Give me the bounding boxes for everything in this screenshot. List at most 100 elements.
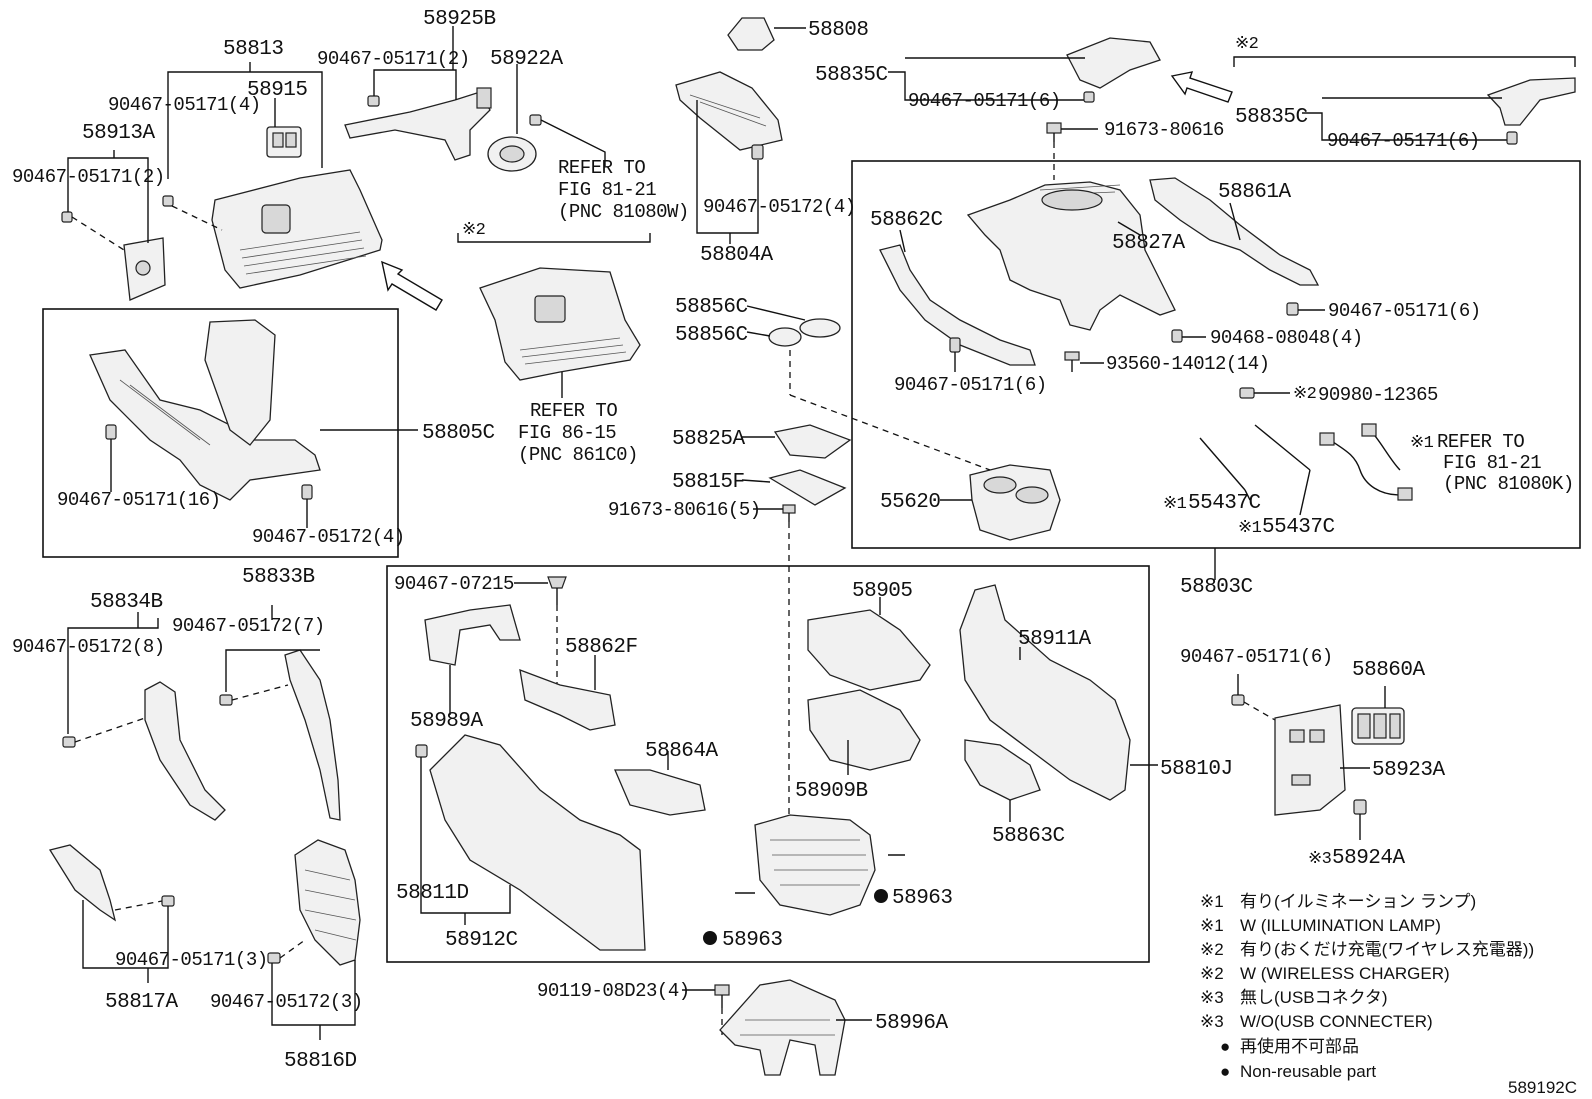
part-number-label[interactable]: 58963 — [722, 929, 783, 952]
part-number-label[interactable]: 58862F — [565, 636, 638, 659]
part-58996A-bracket — [719, 979, 846, 1076]
part-number-label[interactable]: 90467-05171(6) — [894, 374, 1047, 396]
part-number-label[interactable]: 58864A — [645, 740, 719, 763]
clip-icon — [751, 144, 764, 160]
part-wireless-charger-box — [479, 267, 641, 381]
part-number-label[interactable]: 90980-12365 — [1318, 384, 1439, 406]
part-number-label[interactable]: 58912C — [445, 929, 518, 952]
part-number-label[interactable]: 55620 — [880, 491, 941, 514]
ref-text[interactable]: (PNC 81080K) — [1443, 473, 1574, 495]
ref-text[interactable]: (PNC 81080W) — [558, 201, 689, 223]
part-number-label[interactable]: 58905 — [852, 580, 913, 603]
part-number-label[interactable]: 90467-07215 — [394, 573, 515, 595]
part-58912C-side-panel — [429, 734, 646, 951]
part-number-label[interactable]: 90467-05171(3) — [115, 949, 268, 971]
part-number-label[interactable]: 55437C — [1262, 516, 1335, 539]
part-number-label[interactable]: 58924A — [1332, 847, 1406, 870]
part-number-label[interactable]: 90119-08D23(4) — [537, 980, 690, 1002]
part-number-label[interactable]: 91673-80616(5) — [608, 499, 761, 521]
part-number-label[interactable]: 58825A — [672, 428, 746, 451]
part-number-label[interactable]: 90467-05172(8) — [12, 636, 165, 658]
part-number-label[interactable]: 58816D — [284, 1050, 357, 1073]
part-number-label[interactable]: 58922A — [490, 48, 564, 71]
part-number-label[interactable]: 58856C — [675, 324, 748, 347]
part-58835C-trim — [1486, 77, 1576, 126]
clip-icon — [1286, 302, 1299, 316]
part-number-label[interactable]: 55437C — [1188, 492, 1261, 515]
part-number-label[interactable]: 90467-05172(4) — [252, 526, 405, 548]
ref-text[interactable]: FIG 81-21 — [558, 179, 657, 201]
part-number-label[interactable]: 58817A — [105, 991, 179, 1014]
part-number-label[interactable]: 58805C — [422, 422, 495, 445]
part-number-label[interactable]: 58863C — [992, 825, 1065, 848]
part-number-label[interactable]: 90467-05171(4) — [108, 94, 261, 116]
legend-text: Non-reusable part — [1240, 1062, 1376, 1081]
part-58825A-mat — [773, 424, 852, 459]
part-number-label[interactable]: 58827A — [1112, 232, 1186, 255]
part-number-label[interactable]: 58811D — [396, 882, 469, 905]
part-number-label[interactable]: 90467-05171(6) — [1180, 646, 1333, 668]
part-number-label[interactable]: 58861A — [1218, 181, 1292, 204]
part-number-label[interactable]: 90467-05172(3) — [210, 991, 363, 1013]
part-58808-boot — [727, 17, 775, 51]
part-number-label[interactable]: 58810J — [1160, 758, 1233, 781]
part-number-label[interactable]: 58996A — [875, 1012, 949, 1035]
part-number-label[interactable]: 90467-05171(16) — [57, 489, 221, 511]
part-number-label[interactable]: 58803C — [1180, 576, 1253, 599]
part-number-label[interactable]: 58808 — [808, 19, 869, 42]
ref-text[interactable]: REFER TO — [530, 400, 618, 422]
part-number-label[interactable]: 90467-05172(4) — [703, 196, 856, 218]
part-number-label[interactable]: 90467-05171(2) — [12, 166, 165, 188]
part-number-label[interactable]: 58813 — [223, 38, 284, 61]
part-number-label[interactable]: 91673-80616 — [1104, 119, 1225, 141]
clip-icon — [1353, 799, 1367, 815]
part-number-label[interactable]: 90467-05172(7) — [172, 615, 325, 637]
part-number-label[interactable]: 58909B — [795, 780, 868, 803]
part-number-label[interactable]: 58963 — [892, 887, 953, 910]
clip-icon — [105, 424, 117, 440]
clip-icon — [1231, 694, 1245, 706]
part-number-label[interactable]: 58915 — [247, 79, 308, 102]
part-number-label[interactable]: 90467-05171(6) — [1328, 300, 1481, 322]
ref-text[interactable]: FIG 81-21 — [1443, 452, 1542, 474]
part-number-label[interactable]: 58913A — [82, 122, 156, 145]
part-number-label[interactable]: 58815F — [672, 471, 745, 494]
part-55620-cupholder — [969, 464, 1061, 541]
part-number-label[interactable]: 58923A — [1372, 759, 1446, 782]
legend-mark: ※1 — [1200, 892, 1224, 911]
note-mark: ※1 — [1163, 495, 1187, 514]
clip-icon — [529, 114, 542, 126]
part-58860A-switch — [1351, 707, 1405, 745]
part-number-label[interactable]: 58862C — [870, 209, 943, 232]
ref-text[interactable]: FIG 86-15 — [518, 422, 617, 444]
part-number-label[interactable]: 58835C — [1235, 106, 1308, 129]
legend-text: W (WIRELESS CHARGER) — [1240, 964, 1450, 983]
part-number-label[interactable]: 58804A — [700, 244, 774, 267]
clip-icon — [1083, 91, 1095, 103]
ref-text[interactable]: REFER TO — [1437, 431, 1525, 453]
part-58827A-panel — [966, 181, 1176, 331]
part-number-label[interactable]: 58833B — [242, 566, 315, 589]
part-console-box-frame — [754, 814, 876, 916]
part-number-label[interactable]: 58925B — [423, 8, 496, 31]
legend-text: 無し(USBコネクタ) — [1240, 988, 1388, 1007]
part-number-label[interactable]: 58835C — [815, 64, 888, 87]
part-number-label[interactable]: 90467-05171(6) — [908, 90, 1061, 112]
part-number-label[interactable]: 90467-05171(6) — [1327, 130, 1480, 152]
part-number-label[interactable]: 58989A — [410, 710, 484, 733]
part-number-label[interactable]: 58834B — [90, 591, 163, 614]
part-number-label[interactable]: 90468-08048(4) — [1210, 327, 1363, 349]
ref-text[interactable]: (PNC 861C0) — [518, 444, 638, 466]
legend-mark: ● — [1220, 1037, 1230, 1056]
clip-icon — [301, 484, 313, 500]
clip-icon — [1506, 131, 1518, 145]
clip-icon — [1171, 329, 1183, 343]
part-58815F-sheet — [768, 469, 847, 506]
part-number-label[interactable]: 58911A — [1018, 628, 1092, 651]
part-number-label[interactable]: 58860A — [1352, 659, 1426, 682]
part-58861A-trim — [1149, 177, 1320, 286]
part-number-label[interactable]: 93560-14012(14) — [1106, 353, 1270, 375]
part-number-label[interactable]: 58856C — [675, 296, 748, 319]
part-number-label[interactable]: 90467-05171(2) — [317, 48, 470, 70]
ref-text[interactable]: REFER TO — [558, 157, 646, 179]
